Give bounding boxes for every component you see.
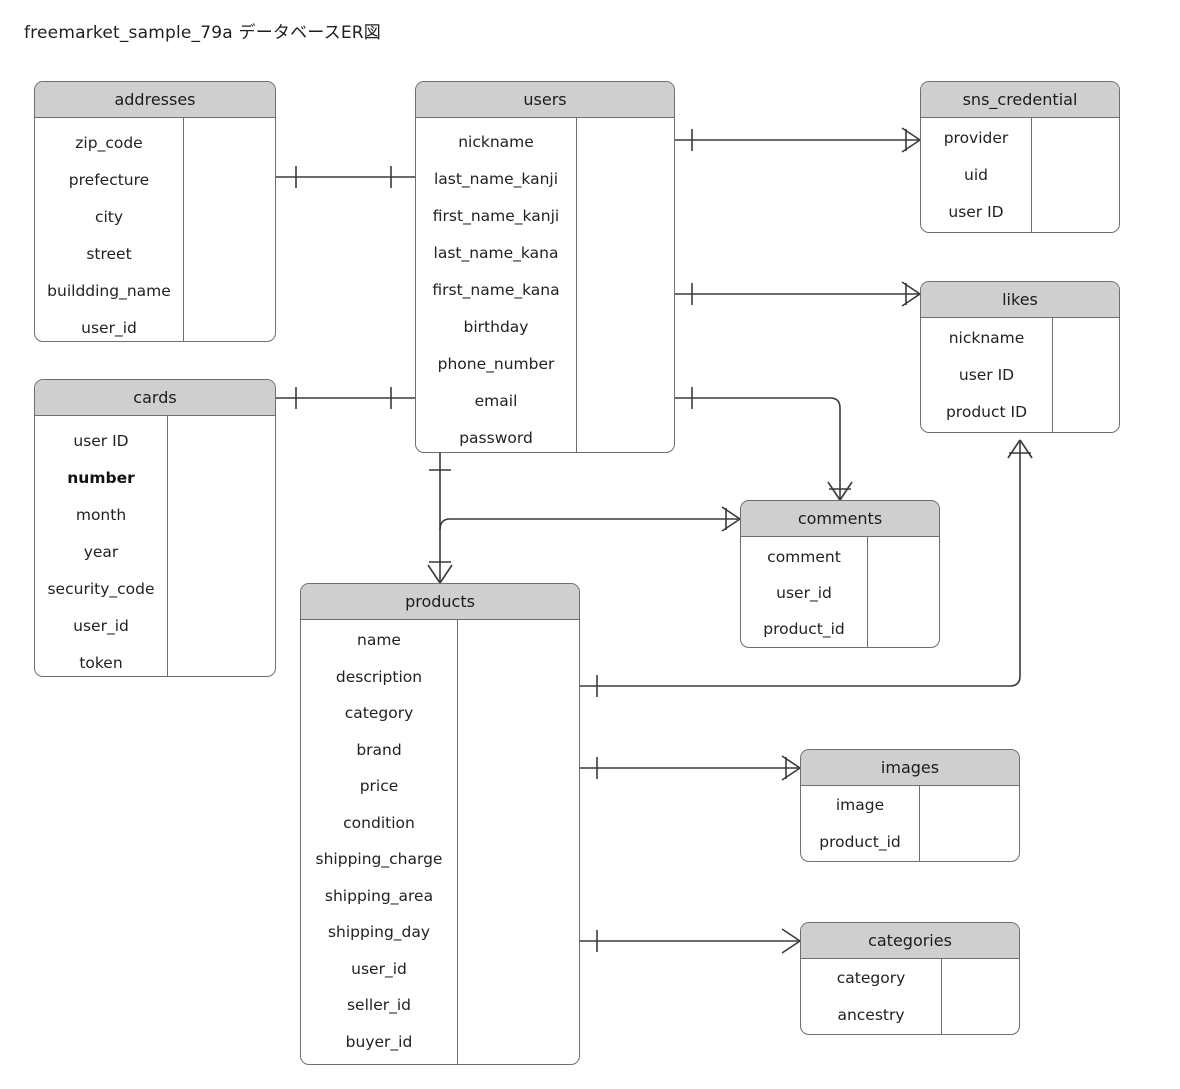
entity-addresses[interactable]: addresses zip_code prefecture city stree… bbox=[34, 81, 276, 342]
field-row: uid bbox=[964, 166, 988, 184]
entity-likes[interactable]: likes nickname user ID product ID bbox=[920, 281, 1120, 433]
entity-comments-title: comments bbox=[741, 501, 939, 537]
field-row: street bbox=[86, 245, 132, 263]
field-row: image bbox=[835, 796, 885, 814]
column-divider bbox=[1052, 318, 1053, 432]
field-row: product_id bbox=[763, 620, 845, 638]
field-row: user ID bbox=[73, 432, 129, 450]
field-row: product ID bbox=[945, 403, 1028, 421]
field-row: nickname bbox=[458, 133, 534, 151]
entity-users[interactable]: users nickname last_name_kanji first_nam… bbox=[415, 81, 675, 453]
column-divider bbox=[183, 118, 184, 341]
field-row: shipping_charge bbox=[315, 850, 443, 868]
relationship-products-images bbox=[580, 755, 801, 781]
field-row: shipping_day bbox=[327, 923, 431, 941]
field-row: prefecture bbox=[68, 171, 150, 189]
entity-categories[interactable]: categories category ancestry bbox=[800, 922, 1020, 1035]
entity-images-title: images bbox=[801, 750, 1019, 786]
field-row: category bbox=[344, 704, 414, 722]
column-divider bbox=[1031, 118, 1032, 232]
field-row: brand bbox=[356, 740, 402, 759]
field-row: condition bbox=[343, 813, 415, 832]
field-row: buildding_name bbox=[47, 282, 171, 300]
entity-categories-title: categories bbox=[801, 923, 1019, 959]
column-divider bbox=[167, 416, 168, 676]
field-row: user ID bbox=[948, 203, 1004, 221]
field-row: number bbox=[67, 469, 135, 487]
relationship-cards-users bbox=[276, 387, 415, 409]
entity-likes-title: likes bbox=[921, 282, 1119, 318]
field-row: first_name_kanji bbox=[432, 207, 560, 225]
entity-users-title: users bbox=[416, 82, 674, 118]
field-row: password bbox=[459, 429, 533, 447]
field-row: city bbox=[94, 208, 124, 226]
field-row: user_id bbox=[351, 959, 407, 978]
field-row: provider bbox=[943, 129, 1009, 147]
field-row: zip_code bbox=[75, 134, 143, 152]
field-row: product_id bbox=[819, 833, 901, 851]
column-divider bbox=[941, 959, 942, 1034]
field-row: buyer_id bbox=[345, 1032, 413, 1051]
field-row: seller_id bbox=[346, 996, 412, 1014]
entity-addresses-title: addresses bbox=[35, 82, 275, 118]
field-row: email bbox=[474, 392, 518, 410]
field-row: price bbox=[359, 777, 399, 795]
column-divider bbox=[457, 620, 458, 1064]
field-row: user ID bbox=[958, 366, 1015, 384]
relationship-users-comments bbox=[675, 387, 853, 501]
column-divider bbox=[867, 537, 868, 647]
field-row: shipping_area bbox=[324, 886, 434, 905]
entity-cards-title: cards bbox=[35, 380, 275, 416]
field-row: ancestry bbox=[837, 1006, 905, 1024]
relationship-users-sns_credential bbox=[675, 127, 921, 153]
field-row: security_code bbox=[47, 580, 155, 598]
field-row: user_id bbox=[73, 617, 129, 635]
field-row: name bbox=[357, 631, 401, 649]
entity-cards[interactable]: cards user ID number month year security… bbox=[34, 379, 276, 677]
field-row: year bbox=[83, 543, 119, 561]
field-row: phone_number bbox=[437, 355, 555, 373]
field-row: last_name_kana bbox=[433, 244, 559, 262]
relationship-products-categories bbox=[580, 928, 801, 954]
field-row: nickname bbox=[948, 329, 1025, 347]
relationship-users-likes bbox=[675, 281, 921, 307]
entity-products[interactable]: products name description category brand… bbox=[300, 583, 580, 1065]
field-row: description bbox=[335, 667, 423, 686]
relationship-addresses-users bbox=[276, 166, 415, 188]
field-row: comment bbox=[767, 548, 841, 566]
entity-sns_credential-title: sns_credential bbox=[921, 82, 1119, 118]
field-row: token bbox=[79, 654, 123, 672]
relationship-users-products bbox=[427, 453, 453, 584]
entity-products-title: products bbox=[301, 584, 579, 620]
field-row: last_name_kanji bbox=[433, 170, 559, 188]
column-divider bbox=[576, 118, 577, 452]
entity-sns_credential[interactable]: sns_credential provider uid user ID bbox=[920, 81, 1120, 233]
column-divider bbox=[919, 786, 920, 861]
field-row: user_id bbox=[776, 584, 832, 602]
field-row: month bbox=[75, 506, 127, 524]
relationship-products-comments bbox=[439, 506, 741, 532]
page-title: freemarket_sample_79a データベースER図 bbox=[24, 23, 382, 43]
field-row: first_name_kana bbox=[432, 281, 560, 299]
entity-images[interactable]: images image product_id bbox=[800, 749, 1020, 862]
field-row: category bbox=[836, 969, 906, 987]
field-row: user_id bbox=[81, 319, 137, 337]
field-row: birthday bbox=[463, 318, 529, 336]
entity-comments[interactable]: comments comment user_id product_id bbox=[740, 500, 940, 648]
